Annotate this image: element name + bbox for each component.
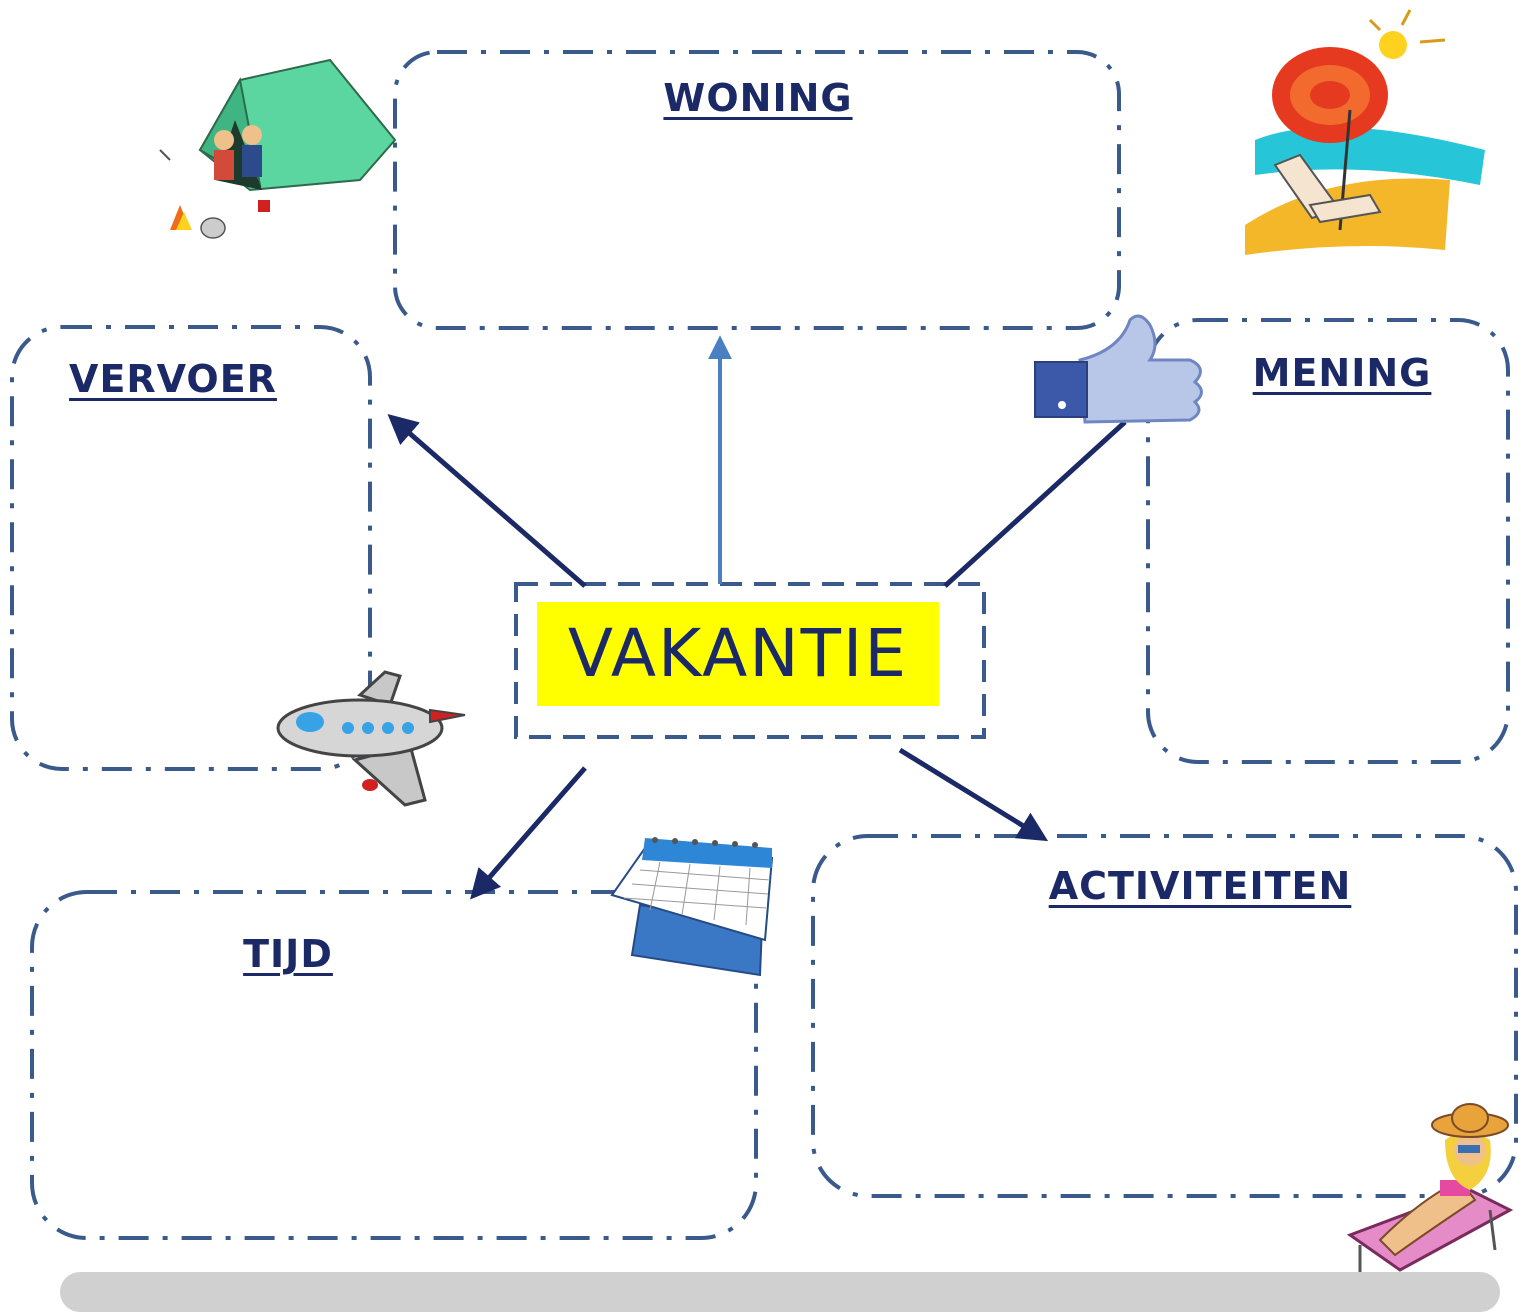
- thumbs-up-icon: [1034, 314, 1203, 424]
- tent-camping-icon: [159, 58, 397, 239]
- mind-map-canvas: [10, 9, 1518, 1280]
- title-vervoer: VERVOER: [69, 357, 277, 401]
- arrow-to-tijd: [470, 766, 587, 900]
- box-vervoer: [10, 325, 372, 771]
- arrow-to-vervoer: [387, 414, 587, 588]
- center-topic-label: VAKANTIE: [537, 602, 939, 706]
- box-activiteiten: [811, 834, 1518, 1198]
- arrow-to-activiteiten: [898, 747, 1049, 842]
- title-woning: WONING: [663, 76, 853, 120]
- center-frame: [514, 582, 986, 739]
- title-mening: MENING: [1252, 351, 1432, 395]
- footer-bar: [60, 1272, 1500, 1312]
- arrow-to-mening: [943, 420, 1127, 588]
- beach-umbrella-icon: [1245, 9, 1485, 255]
- box-tijd: [30, 890, 758, 1240]
- airplane-icon: [276, 670, 466, 807]
- calendar-icon: [610, 837, 774, 977]
- title-tijd: TIJD: [243, 932, 333, 976]
- title-activiteiten: ACTIVITEITEN: [1048, 864, 1352, 908]
- box-woning: [393, 50, 1121, 330]
- box-mening: [1146, 318, 1510, 764]
